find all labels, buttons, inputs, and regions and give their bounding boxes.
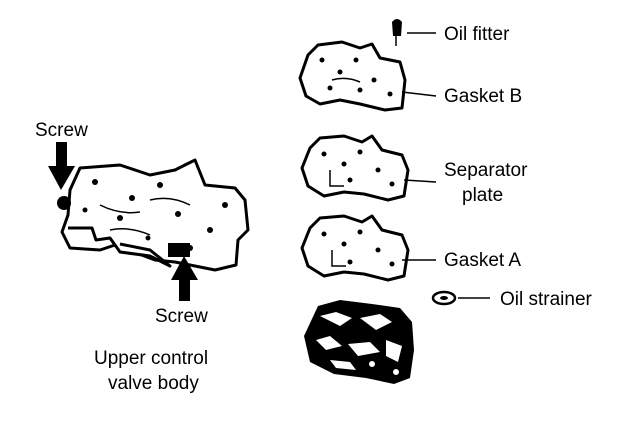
oil-fitter [392, 19, 436, 46]
label-plate: plate [462, 185, 503, 206]
gasket-a [300, 214, 436, 282]
screw-arrow-bottom [171, 256, 198, 301]
label-screw-bottom: Screw [155, 306, 208, 327]
label-upper-control: Upper control [94, 348, 208, 369]
screw-arrow-top [48, 142, 75, 190]
label-gasket-b: Gasket B [444, 86, 522, 107]
label-screw-top: Screw [35, 120, 88, 141]
label-oil-fitter: Oil fitter [444, 24, 510, 45]
label-valve-body: valve body [108, 373, 199, 394]
label-separator: Separator [444, 160, 528, 181]
lower-valve-body [304, 300, 414, 384]
oil-strainer [431, 290, 490, 306]
upper-control-valve-body [57, 158, 250, 272]
gasket-b [298, 40, 437, 112]
separator-plate [300, 134, 437, 202]
label-gasket-a: Gasket A [444, 250, 521, 271]
label-oil-strainer: Oil strainer [500, 289, 593, 310]
